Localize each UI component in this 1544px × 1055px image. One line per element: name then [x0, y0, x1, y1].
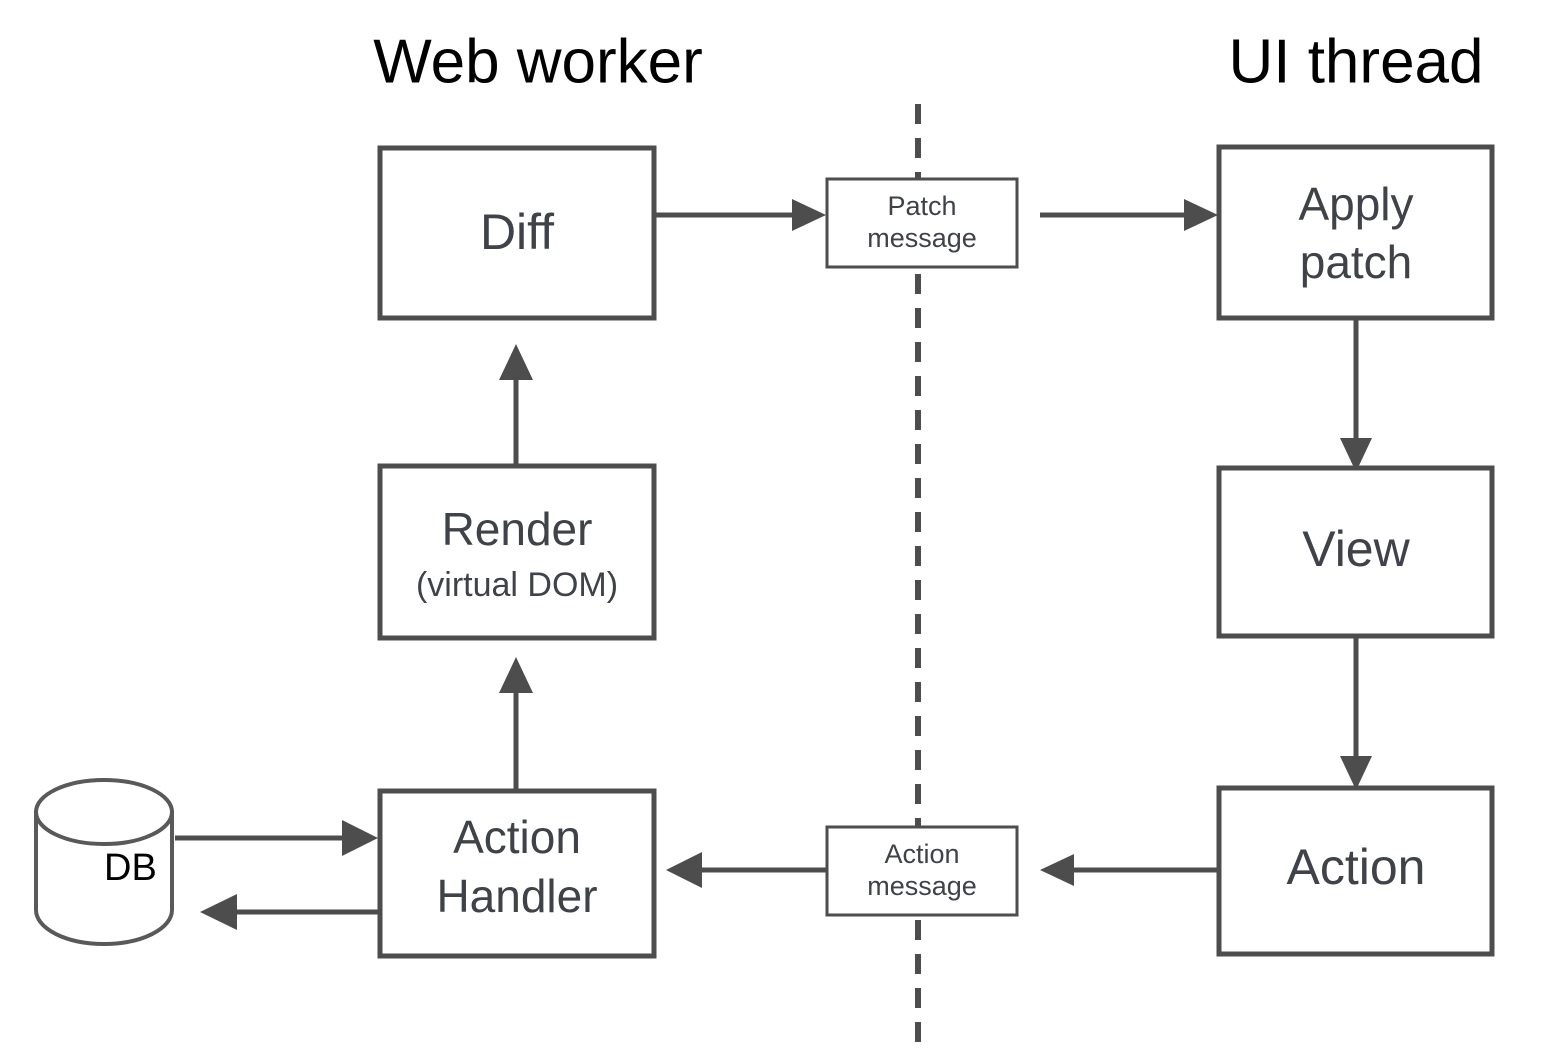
edge-diff-to-patch-message [654, 199, 826, 231]
title-web-worker: Web worker [373, 27, 703, 96]
edge-db-to-action-handler [175, 820, 378, 856]
node-action-handler-label-line2: Handler [436, 870, 597, 922]
node-view[interactable]: View [1216, 465, 1495, 639]
node-view-label: View [1302, 521, 1410, 577]
node-action-message[interactable]: Action message [825, 825, 1019, 917]
node-apply-patch-label-line2: patch [1300, 236, 1413, 288]
node-render[interactable]: Render (virtual DOM) [377, 463, 657, 641]
node-apply-patch[interactable]: Apply patch [1216, 144, 1495, 321]
node-patch-message-label-line1: Patch [887, 191, 956, 221]
node-action[interactable]: Action [1216, 785, 1495, 957]
title-ui-thread: UI thread [1228, 27, 1483, 96]
edge-patch-message-to-apply-patch [1040, 199, 1218, 231]
node-action-label: Action [1287, 839, 1426, 895]
node-db-label: DB [104, 847, 157, 889]
edge-action-to-action-message [1040, 854, 1218, 886]
node-diff[interactable]: Diff [377, 145, 657, 321]
node-render-label-line2: (virtual DOM) [416, 566, 618, 604]
node-action-handler-label-line1: Action [453, 811, 581, 863]
node-action-message-label-line2: message [867, 871, 977, 901]
node-action-handler[interactable]: Action Handler [377, 788, 657, 959]
node-patch-message[interactable]: Patch message [825, 177, 1019, 269]
edge-action-message-to-action-handler [666, 852, 826, 888]
edge-action-handler-to-render [499, 657, 533, 793]
edge-apply-patch-to-view [1340, 318, 1372, 472]
node-patch-message-label-line2: message [867, 223, 977, 253]
node-apply-patch-label-line1: Apply [1298, 178, 1413, 230]
node-render-label-line1: Render [442, 503, 593, 555]
node-db[interactable]: DB [34, 778, 174, 946]
edge-action-handler-to-db [200, 894, 378, 930]
node-action-message-label-line1: Action [884, 839, 959, 869]
edge-view-to-action [1340, 636, 1372, 790]
node-diff-label: Diff [480, 204, 554, 260]
